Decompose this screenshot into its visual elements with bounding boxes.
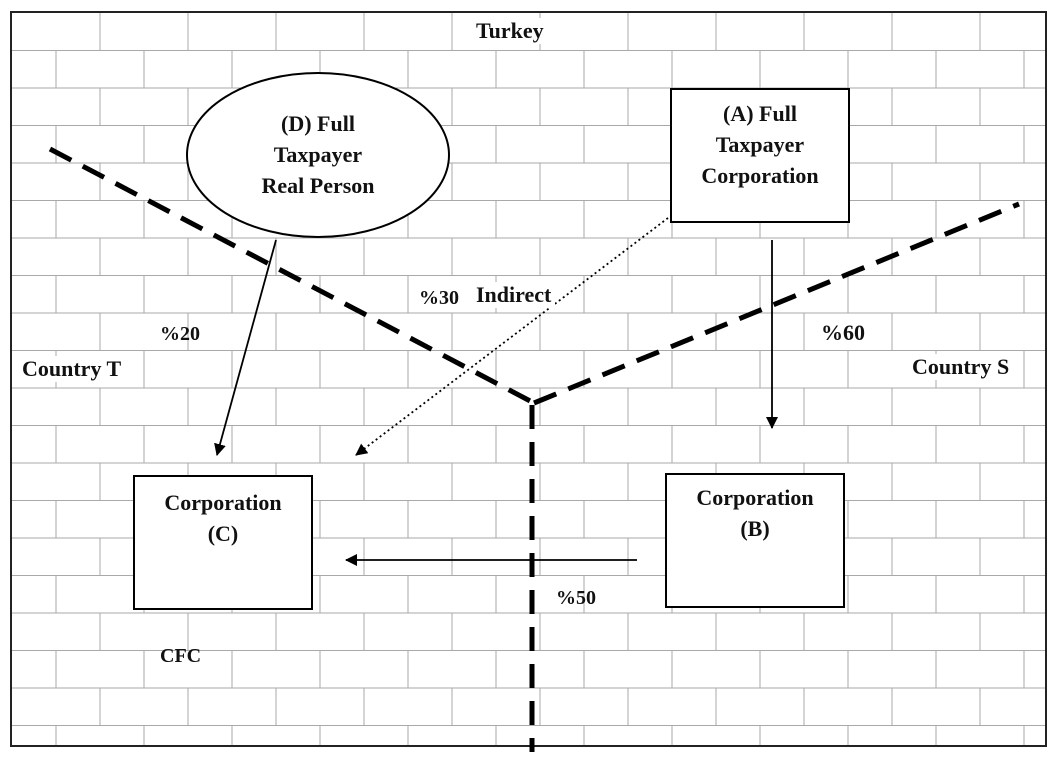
entity-d-ellipse: [186, 72, 450, 238]
grid-background: [12, 13, 1045, 745]
entity-c-box: [133, 475, 313, 610]
entity-c-line-1: Corporation: [164, 490, 282, 515]
entity-a-line-3: Corporation: [701, 163, 819, 188]
entity-a-line-2: Taxpayer: [715, 132, 805, 157]
label-percent-60: %60: [821, 320, 865, 345]
border-turkey-country-s: [533, 201, 1020, 406]
entity-d-line-3: Real Person: [261, 173, 375, 198]
label-cfc: CFC: [160, 645, 202, 667]
region-label-turkey: Turkey: [472, 18, 548, 44]
entity-c-label: Corporation (C): [134, 487, 312, 549]
label-indirect: Indirect: [472, 282, 556, 308]
entity-b-box: [665, 473, 845, 608]
region-label-country-s: Country S: [908, 354, 1014, 380]
border-turkey-country-t: [48, 146, 536, 406]
arrow-d-to-c: [214, 239, 277, 456]
entity-c-line-2: (C): [207, 521, 239, 546]
entity-d-line-1: (D) Full: [281, 111, 355, 136]
entity-a-line-1: (A) Full: [723, 101, 797, 126]
entity-d-line-2: Taxpayer: [273, 142, 363, 167]
arrow-a-to-c-indirect: [355, 217, 669, 456]
label-percent-30: %30: [419, 287, 459, 309]
diagram-frame: [10, 11, 1047, 747]
entity-b-label: Corporation (B): [666, 482, 844, 544]
entity-d-label: (D) Full Taxpayer Real Person: [213, 108, 423, 201]
label-percent-50: %50: [556, 587, 596, 609]
entity-b-line-2: (B): [740, 516, 770, 541]
entity-b-line-1: Corporation: [696, 485, 814, 510]
region-label-country-t: Country T: [18, 356, 126, 382]
label-percent-20: %20: [160, 323, 200, 345]
entity-a-label: (A) Full Taxpayer Corporation: [671, 98, 849, 191]
entity-a-box: [670, 88, 850, 223]
